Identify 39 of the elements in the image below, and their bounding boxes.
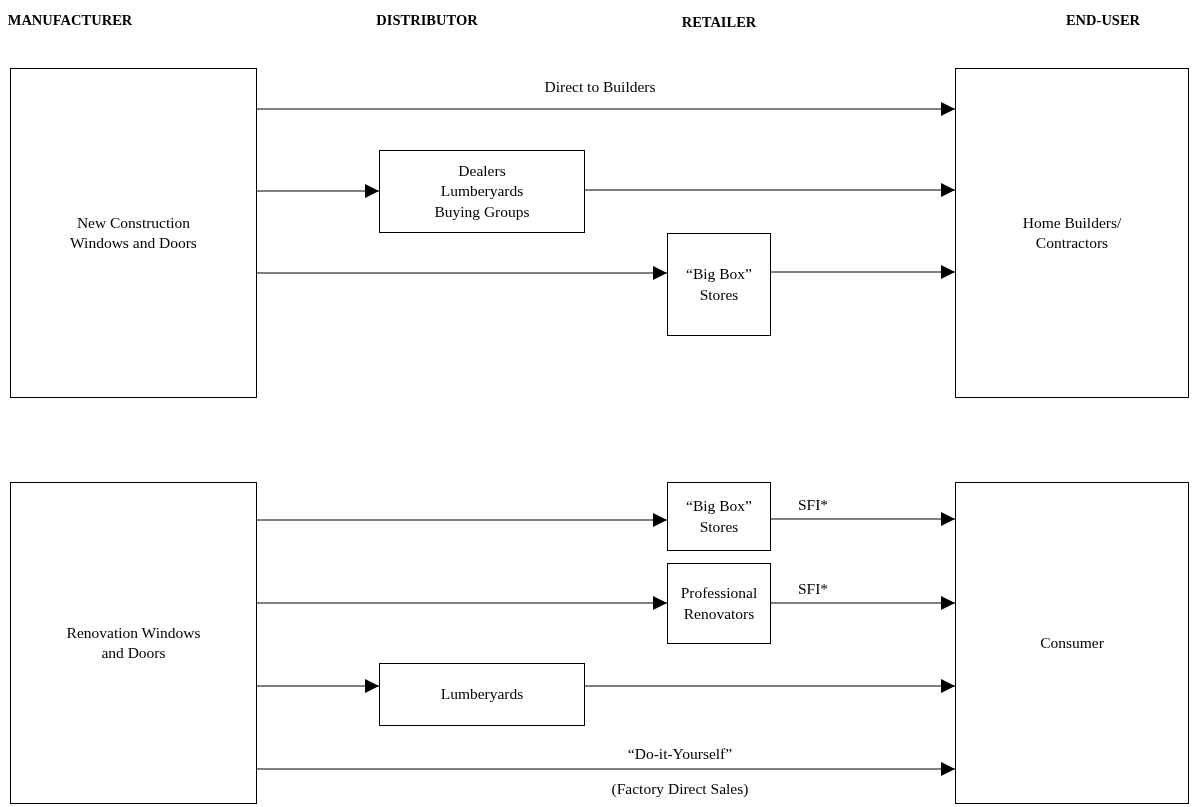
process-box <box>379 663 585 726</box>
column-header: MANUFACTURER <box>7 12 133 30</box>
process-box <box>10 68 257 398</box>
arrow <box>256 513 668 527</box>
arrow <box>256 762 956 776</box>
note: (Factory Direct Sales) <box>611 780 749 799</box>
arrow <box>256 596 668 610</box>
box-label: Lumberyards <box>440 684 524 705</box>
box-label: Home Builders/ Contractors <box>1021 212 1123 253</box>
column-header: END-USER <box>1065 12 1141 30</box>
edge-label: SFI* <box>797 496 829 515</box>
column-header: DISTRIBUTOR <box>376 12 478 30</box>
edge-label: SFI* <box>797 580 829 599</box>
box-label: “Big Box” Stores <box>685 264 753 305</box>
process-box <box>955 482 1189 804</box>
arrow <box>584 679 956 693</box>
edge-label: Direct to Builders <box>544 78 656 97</box>
arrow <box>770 265 956 279</box>
column-header: RETAILER <box>681 14 757 32</box>
box-label: New Construction Windows and Doors <box>69 212 198 253</box>
arrow <box>256 184 380 198</box>
process-box <box>379 150 585 233</box>
box-label: Professional Renovators <box>679 583 759 624</box>
arrow <box>584 183 956 197</box>
process-box <box>955 68 1189 398</box>
arrow <box>256 266 668 280</box>
arrow <box>770 596 956 610</box>
box-label: Dealers Lumberyards Buying Groups <box>433 161 531 222</box>
arrow <box>256 102 956 116</box>
edge-label: “Do-it-Yourself” <box>627 745 733 764</box>
arrow <box>770 512 956 526</box>
box-label: Consumer <box>1040 632 1104 653</box>
process-box <box>667 233 771 336</box>
box-label: “Big Box” Stores <box>685 496 753 537</box>
arrow <box>256 679 380 693</box>
process-box <box>667 563 771 644</box>
process-box <box>667 482 771 551</box>
process-box <box>10 482 257 804</box>
box-label: Renovation Windows and Doors <box>65 622 202 663</box>
